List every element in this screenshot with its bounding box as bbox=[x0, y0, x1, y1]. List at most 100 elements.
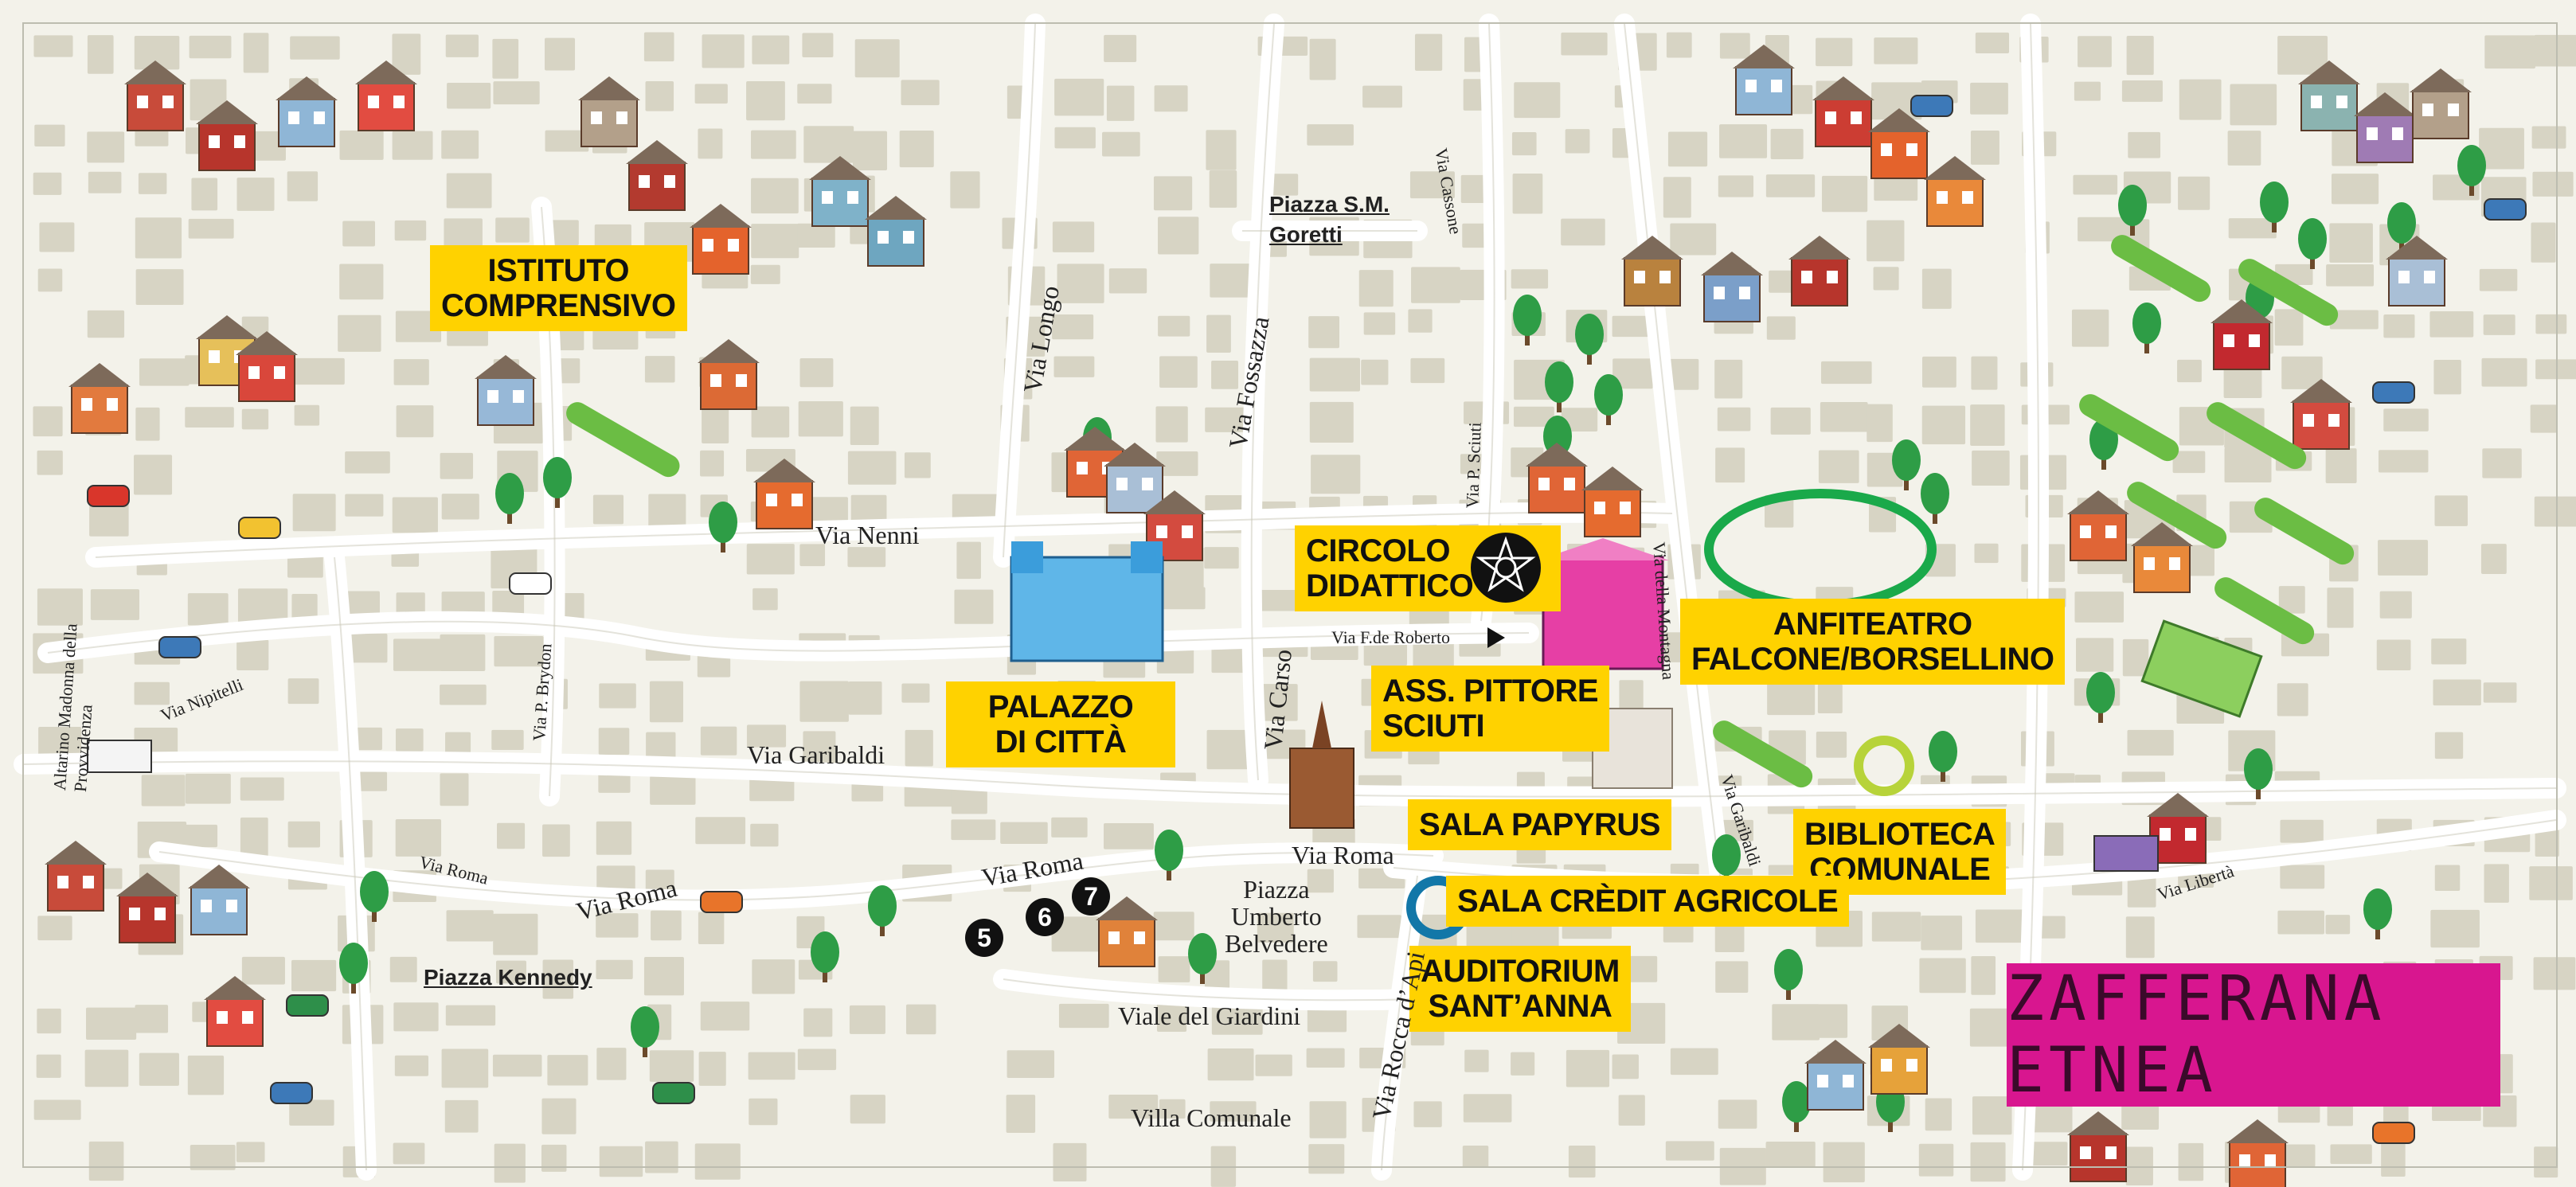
house-roof bbox=[276, 76, 338, 100]
tree-trunk bbox=[1888, 1116, 1893, 1132]
house-icon bbox=[1584, 488, 1641, 537]
house-roof bbox=[196, 315, 258, 339]
city-block bbox=[191, 178, 218, 211]
street-viale-giardini: Viale del Giardini bbox=[1118, 1002, 1301, 1030]
city-block bbox=[494, 1143, 526, 1183]
city-block bbox=[2327, 588, 2354, 628]
city-block bbox=[1925, 1098, 1953, 1131]
city-block bbox=[339, 130, 384, 160]
city-block bbox=[650, 775, 696, 805]
house-window bbox=[2105, 525, 2117, 538]
tree-icon bbox=[709, 502, 737, 543]
city-block bbox=[187, 1055, 225, 1095]
city-block bbox=[1309, 357, 1360, 392]
house-icon bbox=[2300, 82, 2358, 131]
city-block bbox=[185, 773, 231, 804]
city-block bbox=[899, 130, 934, 168]
city-block bbox=[287, 678, 319, 705]
city-block bbox=[2481, 357, 2527, 387]
city-block bbox=[1308, 1144, 1345, 1174]
tree-trunk bbox=[1200, 968, 1205, 984]
star-seal-icon bbox=[1470, 532, 1542, 603]
house-window bbox=[162, 96, 174, 108]
house-window bbox=[209, 350, 220, 363]
house-icon bbox=[1926, 178, 1984, 227]
car-icon bbox=[700, 891, 743, 913]
tree-icon bbox=[1712, 834, 1741, 876]
city-block bbox=[2433, 359, 2461, 395]
tree-trunk bbox=[1606, 409, 1611, 425]
city-block bbox=[904, 452, 931, 478]
label-anfiteatro[interactable]: ANFITEATRO FALCONE/BORSELLINO bbox=[1680, 599, 2066, 685]
city-block bbox=[2530, 404, 2557, 433]
label-istituto-comprensivo[interactable]: ISTITUTO COMPRENSIVO bbox=[430, 245, 687, 331]
car-icon bbox=[286, 994, 329, 1017]
city-block bbox=[2434, 732, 2464, 759]
city-block bbox=[2535, 314, 2567, 334]
city-block bbox=[1921, 356, 1956, 388]
city-block bbox=[1052, 221, 1095, 252]
house-roof bbox=[1064, 427, 1126, 451]
city-block bbox=[852, 131, 888, 171]
city-block bbox=[495, 217, 530, 243]
city-block bbox=[1464, 1049, 1489, 1072]
city-block bbox=[37, 1008, 61, 1034]
house-window bbox=[2160, 828, 2171, 841]
library-ring bbox=[1854, 736, 1914, 796]
house-roof bbox=[809, 156, 871, 180]
city-block bbox=[752, 35, 790, 64]
house-window bbox=[1134, 931, 1145, 944]
city-block bbox=[1874, 37, 1918, 64]
city-block bbox=[1970, 1142, 2006, 1182]
city-block bbox=[37, 268, 63, 292]
house-window bbox=[903, 231, 914, 244]
label-line: FALCONE/BORSELLINO bbox=[1691, 642, 2054, 677]
city-block bbox=[2325, 915, 2351, 935]
tree-icon bbox=[2298, 218, 2327, 260]
label-sala-credit-agricole[interactable]: SALA CRÈDIT AGRICOLE bbox=[1446, 876, 1850, 927]
city-block bbox=[2379, 591, 2412, 619]
city-block bbox=[2126, 35, 2154, 76]
city-block bbox=[2278, 586, 2305, 614]
city-block bbox=[644, 356, 675, 383]
city-block bbox=[33, 172, 62, 195]
city-block bbox=[1057, 264, 1104, 303]
house-window bbox=[1116, 478, 1128, 490]
city-block bbox=[1052, 314, 1094, 340]
house-roof bbox=[188, 865, 250, 888]
tree-trunk bbox=[2101, 454, 2106, 470]
label-auditorium-sant-anna[interactable]: AUDITORIUM SANT’ANNA bbox=[1409, 946, 1631, 1032]
city-block bbox=[1156, 451, 1198, 476]
city-block bbox=[1307, 124, 1354, 146]
city-block bbox=[240, 777, 284, 801]
city-block bbox=[243, 33, 269, 73]
city-block bbox=[1108, 268, 1147, 294]
house-window bbox=[2249, 334, 2260, 347]
label-ass-pittore-sciuti[interactable]: ASS. PITTORE SCIUTI bbox=[1371, 666, 1610, 752]
label-sala-papyrus[interactable]: SALA PAPYRUS bbox=[1408, 799, 1671, 850]
label-palazzo-di-citta[interactable]: PALAZZO DI CITTÀ bbox=[946, 681, 1175, 767]
city-block bbox=[1817, 684, 1843, 713]
house-icon bbox=[756, 480, 813, 529]
tree-trunk bbox=[2399, 237, 2404, 253]
marker-7[interactable]: 7 bbox=[1072, 877, 1110, 916]
tree-icon bbox=[1513, 295, 1542, 336]
marker-5[interactable]: 5 bbox=[965, 919, 1003, 957]
city-block bbox=[700, 726, 737, 756]
house-roof bbox=[475, 355, 537, 379]
car-icon bbox=[509, 572, 552, 595]
city-block bbox=[2325, 448, 2357, 484]
city-block bbox=[1514, 82, 1561, 119]
house-roof bbox=[236, 331, 298, 355]
street-line: Piazza S.M. bbox=[1269, 192, 1390, 217]
house-window bbox=[234, 135, 245, 148]
city-block bbox=[1258, 684, 1298, 721]
house-roof bbox=[2386, 236, 2448, 260]
city-block bbox=[1257, 912, 1294, 943]
label-line: COMPRENSIVO bbox=[441, 288, 676, 323]
marker-6[interactable]: 6 bbox=[1026, 898, 1064, 936]
city-block bbox=[2073, 174, 2118, 195]
city-block bbox=[494, 636, 544, 667]
tree-icon bbox=[1543, 416, 1572, 457]
